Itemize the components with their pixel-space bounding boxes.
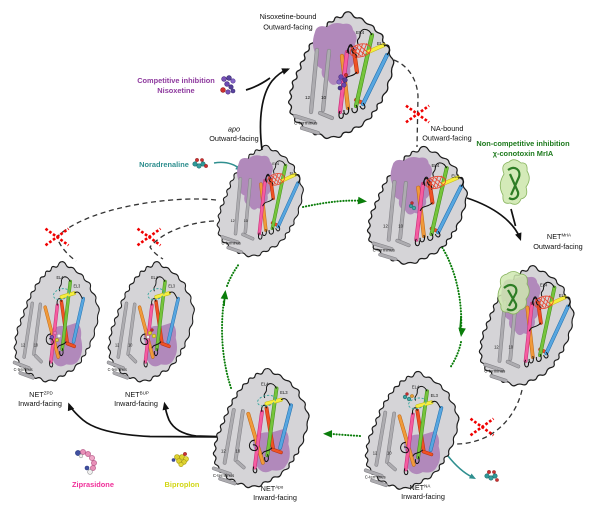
svg-text:Inward-facing: Inward-facing [253,493,297,502]
svg-text:Noradrenaline: Noradrenaline [139,160,189,169]
svg-text:NETMrIA: NETMrIA [547,232,571,241]
svg-text:apo: apo [228,125,240,134]
svg-text:Competitive inhibition: Competitive inhibition [137,76,215,85]
svg-text:Biproplon: Biproplon [165,480,200,489]
svg-text:χ-conotoxin MrIA: χ-conotoxin MrIA [493,149,554,158]
svg-text:Inward-facing: Inward-facing [114,399,158,408]
svg-text:Outward-facing: Outward-facing [533,242,582,251]
svg-text:NA-bound: NA-bound [431,124,464,133]
svg-text:Ziprasidone: Ziprasidone [72,480,114,489]
svg-text:NETApo: NETApo [261,484,284,493]
svg-text:Nisoxetine-bound: Nisoxetine-bound [260,12,317,21]
svg-text:Outward-facing: Outward-facing [263,23,312,32]
svg-text:NETBUP: NETBUP [125,390,149,399]
svg-text:Inward-facing: Inward-facing [401,492,445,501]
svg-text:NETZPD: NETZPD [29,390,53,399]
svg-text:Non-competitive inhibition: Non-competitive inhibition [476,139,570,148]
svg-text:Inward-facing: Inward-facing [18,399,62,408]
svg-text:Outward-facing: Outward-facing [209,134,258,143]
svg-text:NETNA: NETNA [410,483,431,492]
svg-text:Outward-facing: Outward-facing [422,134,471,143]
svg-text:Nisoxetine: Nisoxetine [157,86,194,95]
